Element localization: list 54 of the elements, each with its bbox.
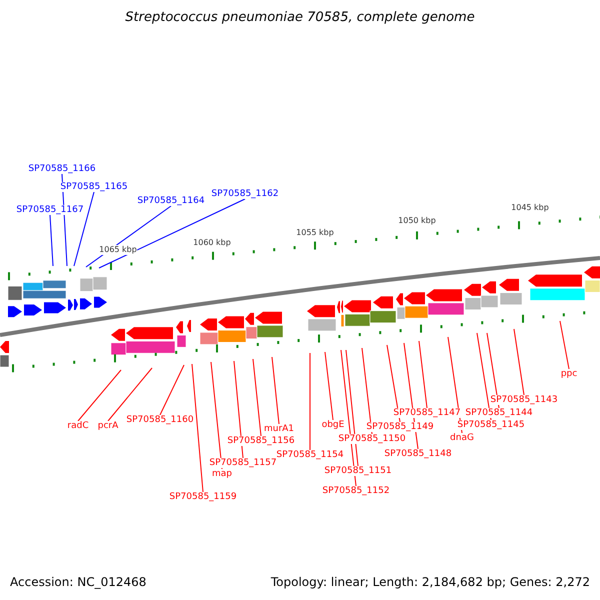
gene-label: SP70585_1151	[324, 466, 392, 476]
leader-line	[98, 198, 246, 268]
gene-label: SP70585_1166	[28, 164, 96, 174]
leader-line	[560, 320, 570, 370]
leader-line	[160, 364, 184, 416]
gene-label: SP70585_1156	[227, 436, 295, 446]
scale-label: 1060 kbp	[193, 238, 231, 248]
leader-line	[272, 356, 280, 424]
scale-label: 1055 kbp	[296, 228, 334, 238]
gene-label: SP70585_1148	[384, 449, 452, 459]
gene-label: SP70585_1167	[16, 205, 84, 215]
gene-label: SP70585_1152	[322, 486, 390, 496]
scale-label: 1045 kbp	[511, 203, 549, 213]
gene-label: SP70585_1165	[60, 182, 128, 192]
title: Streptococcus pneumoniae 70585, complete genome	[125, 13, 475, 23]
gene-label: SP70585_1154	[276, 450, 344, 460]
leader-line	[346, 350, 358, 466]
footer-text: Accession: NC_012468	[10, 577, 146, 587]
leader-line	[418, 340, 428, 408]
gene-label: SP70585_1164	[137, 196, 205, 206]
leader-line	[210, 362, 222, 470]
leader-line	[486, 332, 500, 408]
leader-line	[514, 328, 524, 396]
leader-line	[74, 192, 94, 266]
leader-line	[324, 352, 334, 420]
leader-line	[362, 348, 372, 434]
leader-line	[192, 364, 204, 492]
scale-label: 1065 kbp	[99, 245, 137, 255]
footer-text: Topology: linear; Length: 2,184,682 bp; Genes: 2,272	[270, 577, 590, 587]
gene-label: radC	[67, 421, 89, 431]
gene-label: SP70585_1150	[338, 434, 406, 444]
gene-label: SP70585_1143	[490, 395, 558, 405]
gene-label: SP70585_1145	[457, 420, 525, 430]
gene-label: obgE	[322, 420, 344, 430]
leader-line	[78, 370, 122, 422]
leader-line	[476, 332, 492, 420]
gene-label: SP70585_1157	[209, 458, 277, 468]
leader-line	[108, 368, 152, 422]
gene-label: dnaG	[450, 433, 474, 443]
leader-line	[252, 358, 262, 436]
gene-label: SP70585_1160	[126, 415, 194, 425]
gene-label: pcrA	[98, 421, 118, 431]
leader-line	[234, 360, 244, 458]
leader-line	[386, 344, 400, 422]
gene-label: SP70585_1162	[211, 189, 279, 199]
gene-label: SP70585_1147	[393, 408, 461, 418]
gene-label: SP70585_1159	[169, 492, 237, 502]
scale-label: 1050 kbp	[398, 216, 436, 226]
gene-label: SP70585_1144	[465, 408, 533, 418]
leader-line	[50, 214, 54, 266]
gene-label: ppc	[560, 369, 578, 379]
gene-label: murA1	[264, 424, 294, 434]
gene-label: SP70585_1149	[366, 422, 434, 432]
gene-label: map	[212, 469, 232, 479]
